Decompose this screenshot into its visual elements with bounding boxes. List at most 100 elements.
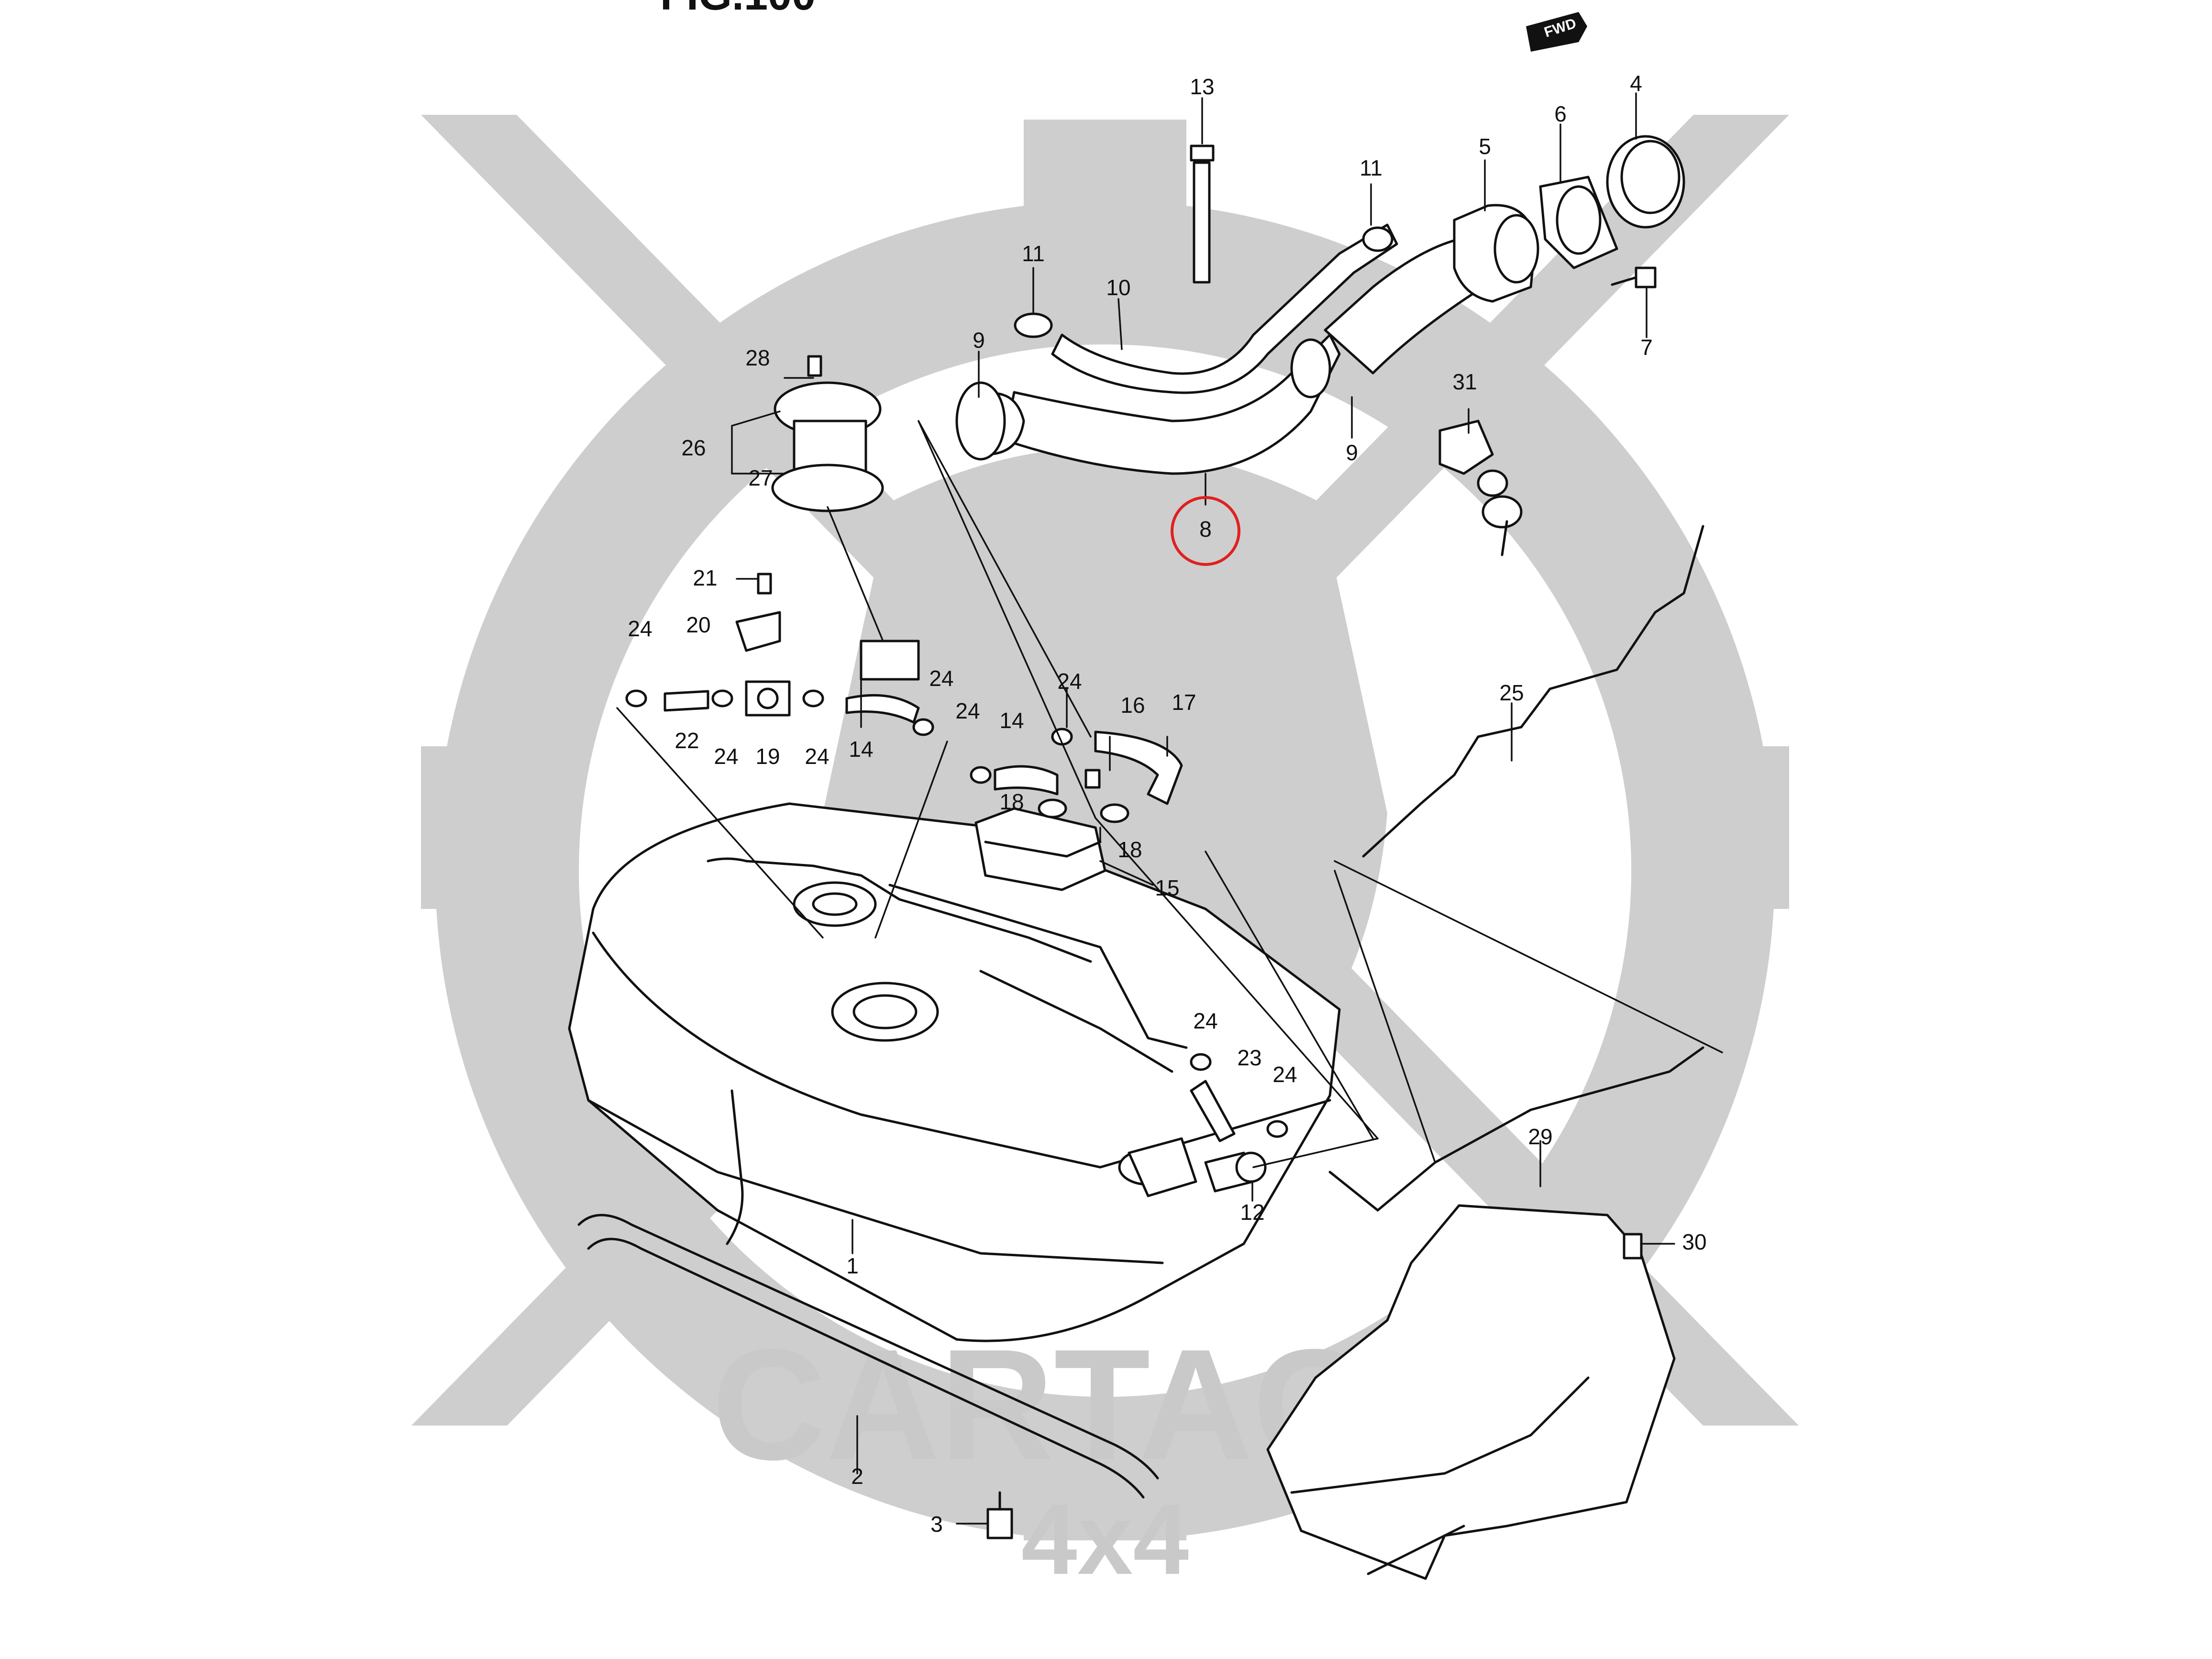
callout-10[interactable]: 10 [1106, 275, 1130, 300]
callout-8[interactable]: 8 [1199, 517, 1212, 542]
callout-2[interactable]: 2 [851, 1464, 863, 1489]
callout-12[interactable]: 12 [1240, 1200, 1264, 1225]
callout-7[interactable]: 7 [1640, 335, 1653, 360]
callout-25[interactable]: 25 [1499, 680, 1524, 705]
callout-9b[interactable]: 9 [1346, 440, 1358, 465]
callout-27[interactable]: 27 [748, 465, 773, 490]
callout-15[interactable]: 15 [1155, 875, 1179, 900]
part-18-clip [1100, 803, 1129, 823]
tank-band-front-edge [587, 1238, 1145, 1499]
callout-5[interactable]: 5 [1479, 134, 1491, 159]
part-19-fuel-filter [745, 680, 791, 717]
part-1-2-tank-bands [577, 1089, 1159, 1499]
part-16-screw [1084, 769, 1101, 789]
tank-band-upright [726, 1089, 744, 1245]
tank-pipe-line [707, 857, 1092, 963]
part-15-fuel-cut-valve [974, 807, 1106, 891]
callout-14b[interactable]: 14 [999, 708, 1024, 733]
watermark-gear-tooth [421, 746, 526, 909]
part-6-filler-plate [1539, 176, 1618, 269]
part-22-fuel-hose [664, 690, 709, 712]
callout-18a[interactable]: 18 [999, 789, 1024, 814]
callout-24g[interactable]: 24 [1193, 1008, 1217, 1033]
callout-24d[interactable]: 24 [929, 666, 953, 691]
locator-lines [616, 420, 1723, 1168]
callout-13[interactable]: 13 [1190, 74, 1214, 99]
callout-16[interactable]: 16 [1120, 693, 1145, 718]
callout-26[interactable]: 26 [681, 435, 706, 460]
callout-3[interactable]: 3 [930, 1512, 943, 1537]
callout-22[interactable]: 22 [675, 728, 699, 753]
part-5-filler-neck [1453, 204, 1539, 303]
callout-20[interactable]: 20 [686, 612, 710, 637]
callout-17[interactable]: 17 [1172, 690, 1196, 715]
part-14-fuel-hose [994, 765, 1059, 796]
callout-18b[interactable]: 18 [1117, 837, 1142, 862]
part-14-fuel-hose [845, 694, 920, 724]
part-24-clip [912, 718, 934, 736]
callout-21[interactable]: 21 [693, 565, 717, 590]
callout-labels: 1 2 3 4 5 6 7 8 9 9 10 11 11 12 13 14 14… [628, 71, 1706, 1537]
callout-6[interactable]: 6 [1554, 101, 1567, 126]
highlight-circle-part-8 [1171, 496, 1240, 566]
watermark-gear-tooth [1024, 1435, 1186, 1540]
part-24-clip [970, 766, 992, 784]
fuel-tank-seam-line [592, 931, 1331, 1169]
watermark-gear-tooth [1024, 120, 1186, 225]
part-24-clip [625, 689, 647, 708]
fuel-pump-opening-inner [812, 892, 858, 916]
fuel-tank-lower-seam [587, 1099, 1164, 1264]
callout-14a[interactable]: 14 [849, 737, 873, 762]
part-9-hose-clamp [955, 381, 1006, 461]
callout-24f[interactable]: 24 [1057, 669, 1082, 694]
callout-24h[interactable]: 24 [1272, 1062, 1297, 1087]
callout-19[interactable]: 19 [755, 744, 780, 769]
part-13-cable-tie [1190, 144, 1215, 284]
part-28-screw [807, 355, 822, 377]
tank-pipe-line [888, 884, 1188, 1049]
fuel-tank-body [568, 802, 1341, 1342]
callout-11a[interactable]: 11 [1022, 241, 1045, 266]
callout-11b[interactable]: 11 [1360, 155, 1382, 180]
fuel-tank-assembly [568, 802, 1341, 1342]
sender-unit-opening-inner [852, 994, 918, 1029]
part-25-breather-pipe [1362, 525, 1704, 858]
part-24-clip [802, 689, 824, 708]
callout-24e[interactable]: 24 [955, 698, 980, 723]
part-30-bolt [1623, 1233, 1643, 1260]
part-8-filler-hose [1003, 333, 1341, 475]
watermark-gear-tooth [1684, 746, 1789, 909]
callout-24c[interactable]: 24 [805, 744, 829, 769]
callout-23[interactable]: 23 [1237, 1045, 1261, 1070]
tank-filler-inlet [1118, 1137, 1197, 1197]
part-4-fuel-cap [1606, 135, 1685, 229]
forward-direction-badge: FWD [1526, 12, 1587, 52]
part-29-tank-protector [1266, 1204, 1676, 1580]
part-9-hose-clamp [1290, 338, 1331, 398]
callout-24a[interactable]: 24 [628, 616, 652, 641]
part-7-screw [1611, 266, 1657, 288]
figure-header: FIG.100 [660, 0, 816, 19]
part-31-filler-lock-key [1438, 420, 1523, 556]
callout-4[interactable]: 4 [1630, 71, 1642, 96]
watermark-suffix-text: 4x4 [1021, 1483, 1189, 1595]
callout-28[interactable]: 28 [745, 345, 770, 370]
callout-31[interactable]: 31 [1452, 369, 1477, 394]
part-20-fuel-filter-bracket [735, 611, 781, 652]
part-10-breather-hose [1051, 223, 1398, 394]
callout-24b[interactable]: 24 [714, 744, 738, 769]
callout-29[interactable]: 29 [1528, 1124, 1552, 1149]
callout-1[interactable]: 1 [846, 1253, 859, 1278]
part-17-vapor-hose [1094, 730, 1183, 805]
tank-band-front [577, 1214, 1159, 1480]
part-11-hose-clip [1362, 226, 1394, 252]
part-12-fuel-hose-grommet [1204, 1151, 1267, 1193]
callout-9a[interactable]: 9 [973, 328, 985, 353]
callout-30[interactable]: 30 [1682, 1229, 1706, 1254]
tank-bracket [979, 970, 1173, 1073]
part-18-clip [1038, 798, 1067, 818]
part-24-clip [1266, 1120, 1288, 1138]
part-11-hose-clip [1014, 312, 1053, 338]
